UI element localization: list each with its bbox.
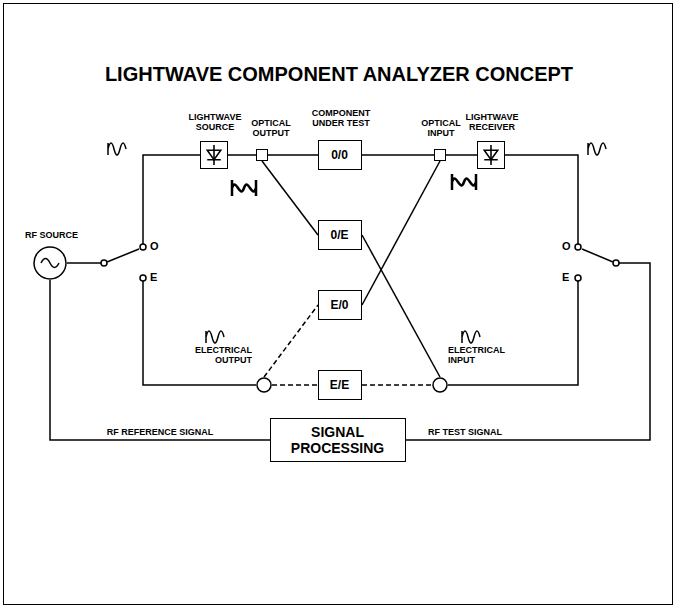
electrical-waveform-icon: [108, 143, 606, 343]
node-label: RF SOURCE: [25, 230, 105, 240]
test-box: E/E: [318, 370, 362, 400]
switch-position: O: [562, 240, 571, 252]
port-circle: [33, 246, 67, 280]
switch-wiring: [67, 155, 650, 440]
connector: [268, 154, 318, 156]
node-label: LIGHTWAVE SOURCE: [185, 112, 245, 132]
test-box: E/0: [318, 290, 362, 320]
connector: [50, 280, 270, 440]
electrical-port: ELECTRICAL OUTPUT: [256, 377, 272, 393]
box-text: SIGNAL PROCESSING: [278, 424, 398, 456]
test-box: 0/E: [318, 220, 362, 250]
diagram-title: LIGHTWAVE COMPONENT ANALYZER CONCEPT: [0, 62, 678, 86]
optical-port: OPTICAL INPUT: [434, 149, 446, 161]
node-label: OPTICAL OUTPUT: [241, 118, 301, 138]
signal-label: RF TEST SIGNAL: [428, 427, 502, 437]
rf-source: RF SOURCE: [33, 246, 67, 280]
port-circle: [432, 377, 448, 393]
node-label: ELECTRICAL INPUT: [448, 345, 518, 365]
lightwave-source: LIGHTWAVE SOURCE: [200, 141, 228, 169]
connector: [228, 154, 256, 156]
node-label: LIGHTWAVE RECEIVER: [462, 112, 522, 132]
connector: [446, 154, 477, 156]
connector: [362, 161, 440, 305]
node-label: ELECTRICAL OUTPUT: [186, 345, 252, 365]
optical-waveform-icon: [232, 174, 476, 196]
port-circle: [256, 377, 272, 393]
switch-position: O: [150, 240, 159, 252]
switch-position: E: [562, 271, 569, 283]
box-text: 0/0: [331, 148, 348, 162]
box-text: 0/E: [330, 228, 348, 242]
diode-symbol: [478, 142, 504, 168]
lightwave-receiver: LIGHTWAVE RECEIVER: [477, 141, 505, 169]
connector: [362, 154, 434, 156]
connector: [272, 384, 318, 386]
electrical-port: ELECTRICAL INPUT: [432, 377, 448, 393]
connector: [362, 384, 432, 386]
box-text: E/0: [330, 298, 348, 312]
node-label: OPTICAL INPUT: [411, 118, 471, 138]
connector: [264, 305, 318, 377]
test-box: COMPONENT UNDER TEST0/0: [318, 140, 362, 170]
signal-label: RF REFERENCE SIGNAL: [105, 427, 216, 437]
box-text: E/E: [330, 378, 349, 392]
connector: [262, 161, 318, 235]
connector: [362, 235, 440, 377]
optical-port: OPTICAL OUTPUT: [256, 149, 268, 161]
switch-position: E: [150, 271, 157, 283]
processing-box: SIGNAL PROCESSING: [270, 418, 406, 462]
diode-symbol: [201, 142, 227, 168]
node-label: COMPONENT UNDER TEST: [306, 108, 376, 128]
